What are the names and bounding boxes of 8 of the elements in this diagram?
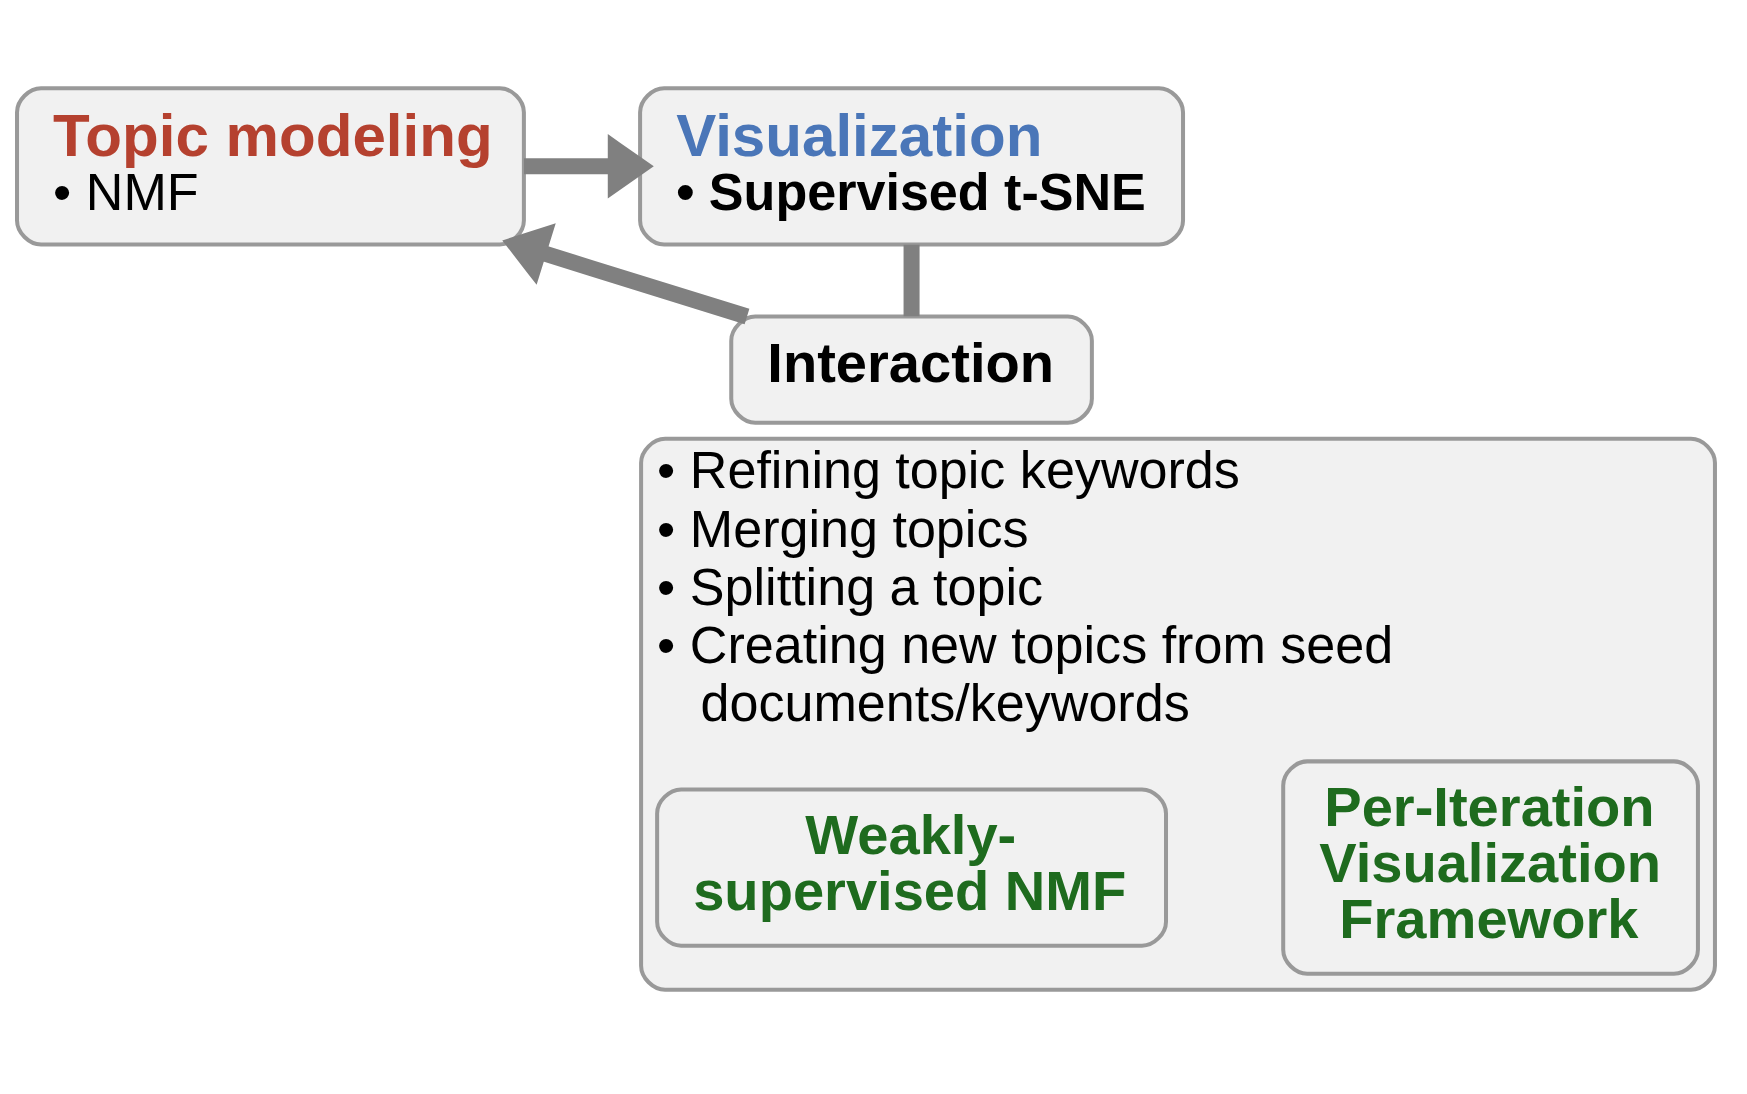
node-box: Visualization • Supervised t-SNE xyxy=(637,86,1185,247)
node-box: Weakly-supervised NMF xyxy=(654,787,1168,948)
node-box: Interaction xyxy=(728,314,1094,425)
node-box: Per-Iteration Visualization Framework xyxy=(1280,759,1700,976)
connector xyxy=(903,244,920,317)
node-box: Topic modeling • NMF xyxy=(14,86,526,247)
arrow xyxy=(501,223,749,325)
arrow xyxy=(523,134,654,199)
